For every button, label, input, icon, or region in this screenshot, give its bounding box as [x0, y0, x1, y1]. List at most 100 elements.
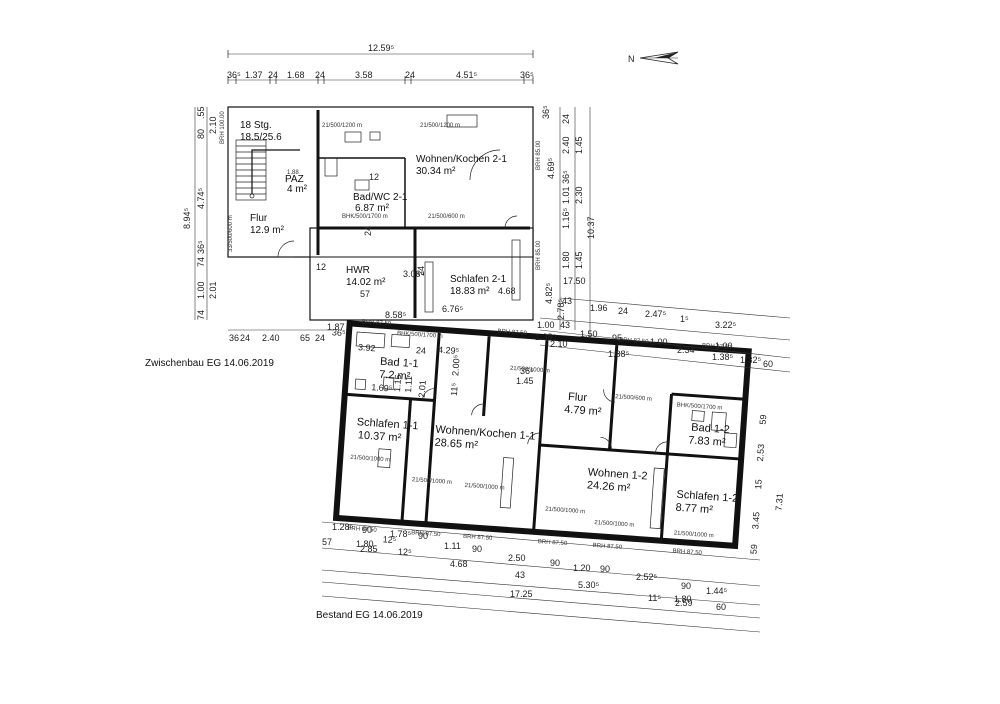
- hwr-dim: 57: [360, 289, 370, 299]
- dim-label: 4.29⁵: [438, 345, 460, 356]
- brh-label: BRH 87.50: [672, 549, 702, 557]
- north-label: N: [628, 54, 635, 64]
- dim-label: 36⁵: [561, 170, 571, 184]
- dim-label: 12⁵: [398, 547, 412, 557]
- room-bad11-area: 7.2 m²: [379, 369, 411, 383]
- dim-label: 1.68: [287, 70, 305, 80]
- lower-building: Bad 1-1 7.2 m² Schlafen 1-1 10.37 m² Woh…: [332, 319, 785, 557]
- dim-label: 1.80: [561, 251, 571, 269]
- room-wohnen12-name: Wohnen 1-2: [587, 466, 647, 482]
- dim-label: .55: [196, 106, 206, 119]
- dim-label: 11⁵: [449, 382, 460, 396]
- dim-label: 1.45: [574, 251, 584, 269]
- room-hwr-name: HWR: [346, 265, 370, 276]
- dim-label: 24: [315, 70, 325, 80]
- room-flur-name: Flur: [250, 213, 268, 224]
- dim-label: 7.31: [774, 493, 785, 511]
- dim-label: 1.01: [561, 186, 571, 204]
- dim-label: 36⁵: [196, 240, 206, 254]
- upper-building: 21/500/1200 m 21/500/1200 m 21/500/600 m…: [182, 43, 596, 343]
- dim-label: 1⁵: [680, 314, 689, 324]
- window-label: BHK/500/1700 m: [677, 402, 723, 411]
- dim-label: 43: [562, 296, 572, 306]
- dim-label: 43: [515, 570, 525, 580]
- dim-label: 2.50: [508, 553, 526, 563]
- dim-label: 2.85: [360, 544, 378, 554]
- room-schlafen12-area: 8.77 m²: [675, 502, 713, 517]
- dim-label: 36⁵: [332, 327, 347, 338]
- window-label: 21/500/600 m: [428, 214, 465, 220]
- dim-label: 2.30: [574, 186, 584, 204]
- dim-label: 90: [472, 544, 482, 554]
- dim-label: 90: [362, 525, 372, 535]
- brh-label: BRH 87.50: [538, 539, 568, 547]
- window-label: 21/500/1000 m: [464, 483, 504, 492]
- room-bad12-area: 7.83 m²: [688, 434, 726, 449]
- schlafen-21-dim: 4.68: [498, 286, 516, 296]
- room-schlafen-21-area: 18.83 m²: [450, 286, 490, 297]
- dim-total-width: 12.59⁵: [368, 43, 395, 53]
- dim-label: 74: [196, 310, 206, 320]
- dim-label: 36⁵: [541, 105, 551, 119]
- dim-label: 1.80: [356, 539, 374, 549]
- dim-total-length: 17.25: [510, 589, 533, 599]
- dim-label: 36⁵: [520, 70, 534, 80]
- dim-label: 15: [753, 479, 764, 490]
- dim-label: 4.51⁵: [456, 70, 478, 80]
- dim-label: 12⁵: [382, 534, 397, 545]
- dim-label: 1.32⁵: [740, 355, 762, 365]
- dim-label: 3.58: [355, 70, 373, 80]
- brh-label: BRH 87.50: [497, 329, 527, 337]
- dim-label: 10.37: [586, 216, 596, 239]
- dim-label: 11⁵: [648, 593, 661, 603]
- brh-label: BRH 87.50: [362, 319, 392, 327]
- room-flur-1-name: Flur: [568, 391, 588, 404]
- room-wohnen12-area: 24.26 m²: [587, 479, 631, 494]
- dim-label: 2.10: [550, 339, 568, 349]
- dim-label: 2.10: [208, 116, 218, 134]
- dim-label: 59: [749, 544, 760, 555]
- room-schlafen11-name: Schlafen 1-1: [356, 416, 418, 432]
- room-wohnen-kochen-21-name: Wohnen/Kochen 2-1: [416, 154, 507, 165]
- dim-label: 24: [561, 114, 571, 124]
- lower-bottom-dims: 1.28⁵ 90 1.78⁵ 90 57 1.80 1.11 90 2.85 1…: [321, 521, 761, 633]
- dim-label: 2.78⁵: [556, 298, 566, 320]
- window-label: BHK/500/1700 m: [397, 331, 443, 340]
- dim-label: 59: [758, 414, 769, 425]
- dim-label: 6.76⁵: [442, 304, 464, 314]
- north-arrow-icon: N: [628, 51, 679, 65]
- stair-ratio: 18.5/25.6: [240, 132, 282, 143]
- dim-label: 24: [405, 70, 415, 80]
- window-label: 21/500/1000 m: [510, 366, 550, 375]
- dim-label: 2.40: [262, 333, 280, 343]
- dim-label: 24: [315, 333, 325, 343]
- dim-label: 12: [316, 262, 326, 272]
- brh-label: BRH 87.50: [702, 343, 732, 351]
- window-label: 21/500/1000 m: [674, 531, 714, 540]
- dim-label: 1.11: [403, 376, 414, 394]
- room-bad12-name: Bad 1-2: [691, 422, 730, 437]
- dim-label: 90: [418, 531, 428, 541]
- dim-label: 1.38⁵: [608, 349, 630, 359]
- window-label: 21/500/1000 m: [545, 507, 585, 516]
- dim-label: 1.69⁵: [371, 382, 393, 393]
- dim-label: 2.34: [677, 345, 695, 355]
- dim-label: 1.00: [196, 281, 206, 299]
- dim-label: 43: [560, 320, 570, 330]
- dim-label: 3.22⁵: [715, 320, 737, 330]
- dim-label: 2.01: [417, 380, 428, 398]
- dim-label: 1.20: [573, 563, 591, 573]
- window-label: 21/500/1000 m: [412, 477, 452, 486]
- dim-label: 36⁵: [520, 366, 534, 376]
- dim-label: 4.69⁵: [546, 157, 556, 179]
- brh-label: BRH 87.50: [463, 534, 493, 542]
- window-label: BRH 85.00: [536, 240, 542, 270]
- dim-label: 17.50: [563, 276, 586, 286]
- dim-label: 90: [600, 564, 610, 574]
- dim-label: 95: [612, 333, 622, 343]
- dim-label: 1.15: [392, 374, 403, 392]
- dim-label: 12: [369, 172, 379, 182]
- window-label: 21/500/1200 m: [420, 123, 460, 129]
- dim-label: 60: [763, 359, 773, 369]
- room-schlafen-21-name: Schlafen 2-1: [450, 274, 507, 285]
